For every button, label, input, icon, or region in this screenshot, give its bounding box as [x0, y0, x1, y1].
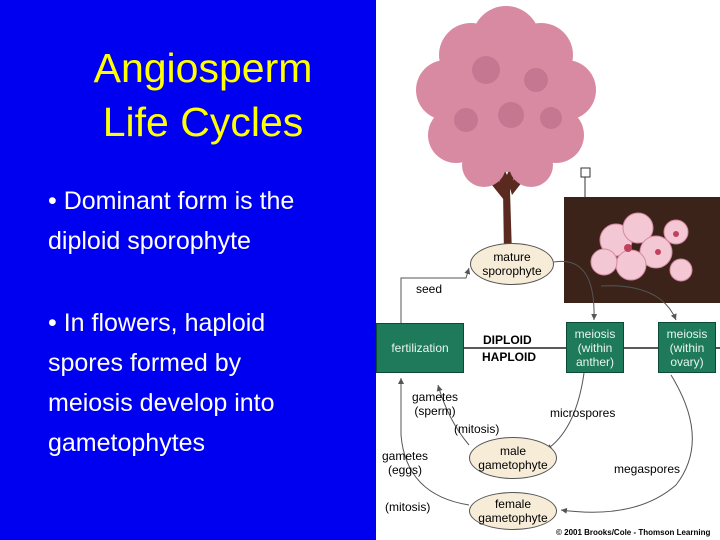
mitosis-label-1: (mitosis)	[454, 422, 500, 436]
female-gametophyte-line-2: gametophyte	[478, 511, 548, 525]
gametes-sperm-line-2: (sperm)	[414, 404, 456, 418]
gametes-sperm-label: gametes(sperm)	[412, 390, 458, 418]
bullet-2-line-1: • In flowers, haploid	[48, 309, 266, 337]
fertilization-box: fertilization	[376, 323, 464, 373]
bullet-1: • Dominant form is the diploid sporophyt…	[48, 181, 368, 261]
seed-label: seed	[416, 282, 443, 296]
megaspores-label: megaspores	[614, 462, 681, 476]
text-panel: Angiosperm Life Cycles • Dominant form i…	[0, 0, 376, 540]
meiosis-ovary-line-1: meiosis	[666, 326, 708, 341]
copyright-notice: © 2001 Brooks/Cole - Thomson Learning	[556, 528, 711, 537]
slide-title-line-1: Angiosperm	[93, 45, 313, 91]
gametes-eggs-line-1: gametes	[382, 449, 429, 463]
diagram-graphics	[376, 6, 720, 514]
meiosis-ovary-line-2: (within	[669, 340, 705, 355]
bullet-2-line-3: meiosis develop into	[48, 389, 275, 417]
cycle-arrows	[398, 260, 693, 514]
mature-sporophyte-line-1: mature	[493, 250, 531, 264]
meiosis-anther-line-2: (within	[577, 340, 613, 355]
male-gametophyte-line-1: male	[499, 444, 526, 458]
meiosis-ovary-line-3: ovary)	[670, 354, 704, 369]
mitosis-label-2: (mitosis)	[385, 500, 431, 514]
bullet-1-line-2: diploid sporophyte	[48, 227, 251, 255]
female-gametophyte-line-1: female	[494, 497, 531, 511]
zoom-indicator	[580, 167, 591, 197]
male-gametophyte-line-2: gametophyte	[478, 458, 548, 472]
bullet-1-line-1: • Dominant form is the	[48, 187, 295, 215]
bullet-2: • In flowers, haploid spores formed by m…	[48, 303, 368, 463]
cherry-tree-illustration	[416, 6, 596, 255]
meiosis-anther-line-3: anther)	[575, 354, 615, 369]
gametes-eggs-line-2: (eggs)	[388, 463, 423, 477]
bullet-2-line-2: spores formed by	[48, 349, 242, 377]
mature-sporophyte-line-2: sporophyte	[482, 264, 542, 278]
fertilization-label: fertilization	[391, 341, 449, 355]
gametes-eggs-label: gametes(eggs)	[382, 449, 428, 477]
microspores-label: microspores	[550, 406, 616, 420]
gametes-sperm-line-1: gametes	[412, 390, 459, 404]
slide-title-line-2: Life Cycles	[102, 99, 304, 145]
haploid-label: HAPLOID	[482, 350, 536, 364]
diploid-label: DIPLOID	[483, 333, 532, 347]
meiosis-anther-line-1: meiosis	[574, 326, 616, 341]
bullet-2-line-4: gametophytes	[48, 429, 206, 457]
blossom-photo	[564, 197, 720, 303]
